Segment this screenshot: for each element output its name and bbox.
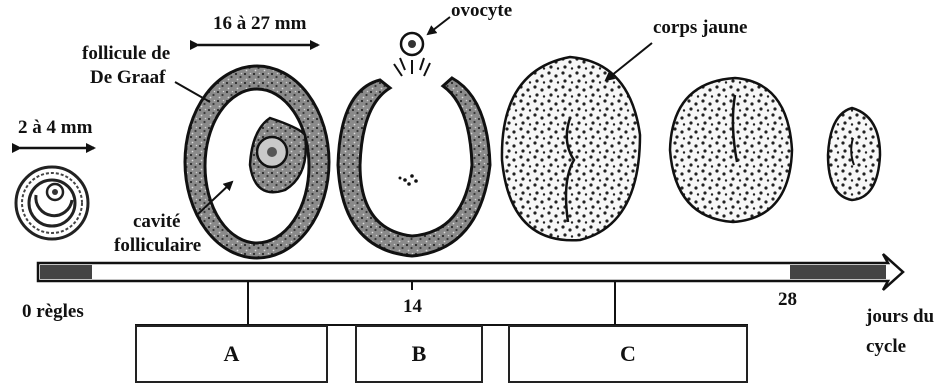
follicule-label-line2: De Graaf	[90, 67, 165, 89]
ovocyte-label: ovocyte	[451, 0, 512, 22]
follicule-pointer-line	[175, 82, 210, 102]
axis-unit-line1: jours du	[866, 306, 934, 328]
follicule-label-line1: follicule de	[82, 43, 170, 65]
corpus-luteum-large-drawing	[502, 57, 640, 240]
cavite-label-line2: folliculaire	[114, 235, 201, 257]
phase-b-box: B	[355, 325, 483, 383]
corpus-luteum-medium-drawing	[670, 78, 792, 222]
phase-a-box: A	[135, 325, 328, 383]
menses-end-bar	[790, 265, 886, 279]
cavite-label-line1: cavité	[133, 211, 180, 233]
axis-end-label: 28	[778, 289, 797, 311]
corps-jaune-pointer-line	[606, 43, 652, 80]
small-follicle-drawing	[16, 167, 88, 239]
ovocyte-pointer-line	[428, 17, 450, 34]
size-large-label: 16 à 27 mm	[213, 13, 306, 35]
axis-start-label: 0 règles	[22, 301, 84, 323]
size-small-label: 2 à 4 mm	[18, 117, 92, 139]
ovocyte-drawing	[394, 33, 430, 76]
menses-start-bar	[40, 265, 92, 279]
time-axis	[38, 254, 903, 290]
corps-jaune-label: corps jaune	[653, 17, 747, 39]
corpus-luteum-small-drawing	[828, 108, 880, 200]
graaf-follicle-drawing	[185, 66, 329, 258]
phase-c-box: C	[508, 325, 748, 383]
ovulating-follicle-drawing	[338, 78, 490, 256]
axis-mid-label: 14	[403, 296, 422, 318]
axis-unit-line2: cycle	[866, 336, 906, 358]
